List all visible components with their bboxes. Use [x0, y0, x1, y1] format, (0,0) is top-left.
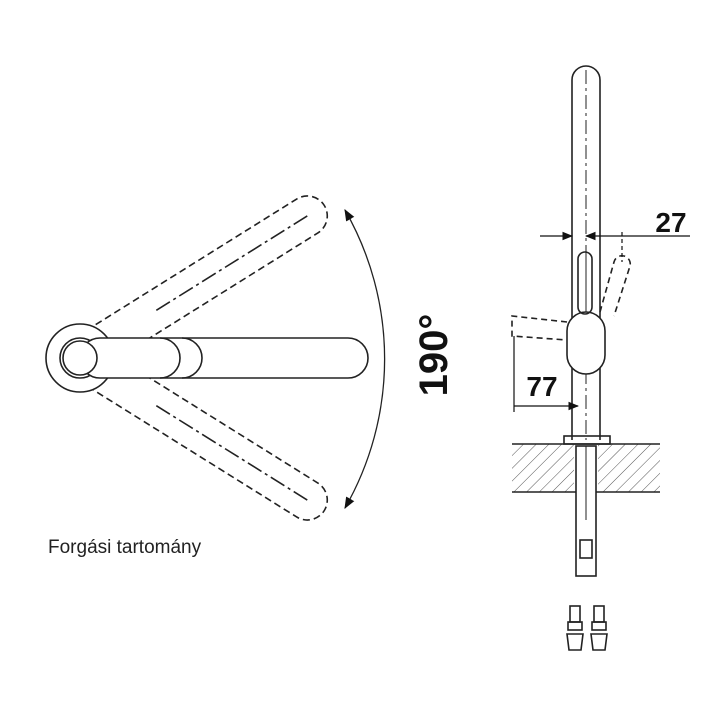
handle-stem-outline: [577, 251, 593, 315]
supply-connectors: [566, 605, 608, 651]
rotation-arc: [344, 208, 386, 510]
dimension-77: [513, 336, 580, 412]
handle-ghost-back: [511, 315, 568, 341]
rotation-range-caption: Forgási tartomány: [48, 537, 202, 558]
top-view: [45, 195, 386, 521]
rotation-label: 190°: [412, 314, 456, 397]
dimension-27-label: 27: [655, 207, 686, 238]
lever-pivot-mark: [159, 337, 181, 379]
handle: [566, 311, 606, 375]
lever-pivot-mark-2: [181, 337, 203, 379]
dimension-77-label: 77: [526, 371, 557, 402]
spout-body: [571, 65, 601, 440]
lever-main: [79, 337, 369, 379]
side-view: [511, 65, 660, 651]
countertop-right: [598, 444, 660, 492]
countertop-left: [512, 444, 574, 492]
dimension-27: [540, 231, 690, 262]
handle-ghost-up: [599, 254, 632, 317]
supply-fitting: [579, 539, 593, 559]
spout-knob: [62, 340, 98, 376]
base-flange: [563, 435, 611, 445]
